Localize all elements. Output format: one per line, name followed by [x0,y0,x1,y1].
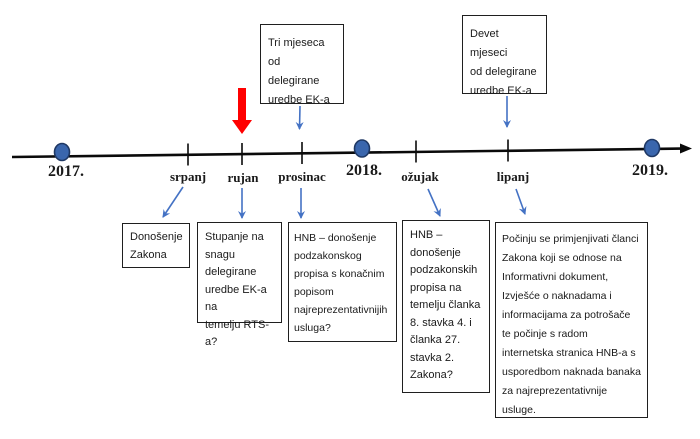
connector-tri-mjeseca [295,105,304,130]
annotation-box-tri-mjeseca: Tri mjeseca od delegirane uredbe EK-a [260,24,344,106]
annotation-box-stupanje-na-snagu: Stupanje na snagu delegirane uredbe EK-a… [197,222,282,348]
annotation-box-devet-mjeseci: Devet mjeseci od delegirane uredbe EK-a [462,15,547,97]
annotation-box-hnb-clanci-zakona: HNB – donošenje podzakonskih propisa na … [402,220,490,393]
month-label-ozujak: ožujak [401,169,439,184]
connector-ozujak [427,188,441,217]
timeline-arrowhead-icon [680,143,692,154]
month-label-rujan: rujan [227,170,259,185]
milestone-dot-2019 [643,138,661,158]
year-label-2019: 2019. [632,162,668,179]
year-label-2018: 2018. [346,162,382,179]
red-highlight-arrow-icon [232,88,252,134]
timeline-axis [11,147,682,159]
month-label-lipanj: lipanj [496,169,530,184]
milestone-dot-2017 [53,142,71,162]
month-label-srpanj: srpanj [169,169,207,184]
month-label-prosinac: prosinac [278,169,326,184]
annotation-box-donosenje-zakona: Donošenje Zakona [122,223,190,268]
annotation-box-primjena-clanaka: Počinju se primjenjivati članci Zakona k… [495,222,648,418]
connector-srpanj [162,186,184,218]
connector-lipanj [515,188,527,215]
year-label-2017: 2017. [48,163,84,180]
milestone-dot-2018 [353,139,371,158]
annotation-box-hnb-podzakonski-propis: HNB – donošenje podzakonskog propisa s k… [288,222,397,342]
